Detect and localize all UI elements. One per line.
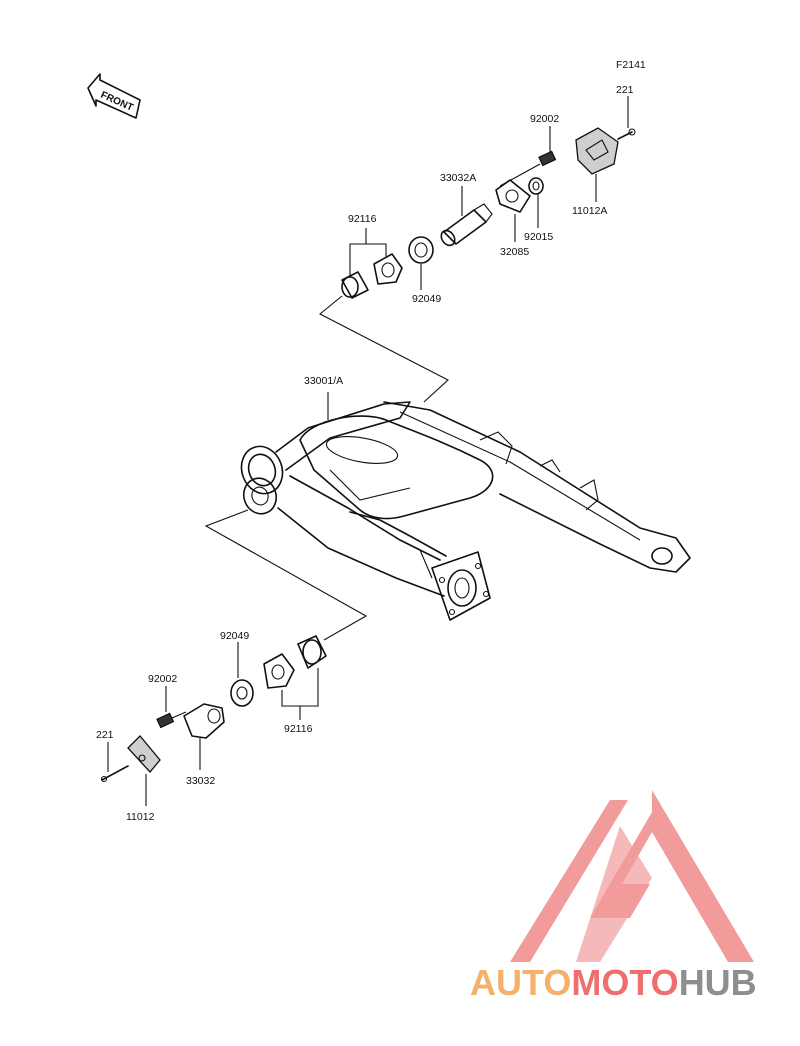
label-11012A: 11012A [572,205,607,217]
figure-code: F2141 [616,59,646,71]
label-92116-top: 92116 [348,213,377,225]
plate-32085 [495,179,531,242]
cap-11012A [575,127,619,202]
bolt-92002-top [499,126,557,187]
leader-top [319,295,449,403]
bearing-92116-bottom [263,635,327,720]
label-33032A: 33032A [440,172,476,184]
bolt-92002-bottom [156,686,187,729]
label-92015: 92015 [524,231,553,243]
swing-arm-33001A [240,392,691,621]
bolt-221-bottom [100,742,129,783]
label-92116-bottom: 92116 [284,723,313,735]
label-221-top: 221 [616,84,634,96]
bearing-92116-top [341,228,403,299]
label-33001A: 33001/A [304,375,343,387]
watermark-text: AUTOMOTOHUB [470,962,757,1003]
automotohub-logo [510,790,754,962]
label-221-bottom: 221 [96,729,114,741]
front-arrow-icon: FRONT [87,73,141,119]
seal-92049-top [408,236,434,290]
label-33032: 33032 [186,775,215,787]
leader-bottom [204,509,368,641]
label-92049-bottom: 92049 [220,630,249,642]
watermark-auto: AUTO [470,962,571,1003]
cap-11012 [127,735,161,806]
watermark-hub: HUB [679,962,757,1003]
nut-92015 [528,177,544,228]
label-32085: 32085 [500,246,529,258]
shaft-33032A [440,186,493,247]
shaft-33032 [183,703,225,770]
label-11012: 11012 [126,811,155,823]
watermark-moto: MOTO [571,962,678,1003]
bolt-221-top [617,96,636,140]
seal-92049-bottom [230,642,254,707]
label-92002-top: 92002 [530,113,559,125]
label-92049-top: 92049 [412,293,441,305]
label-92002-bottom: 92002 [148,673,177,685]
